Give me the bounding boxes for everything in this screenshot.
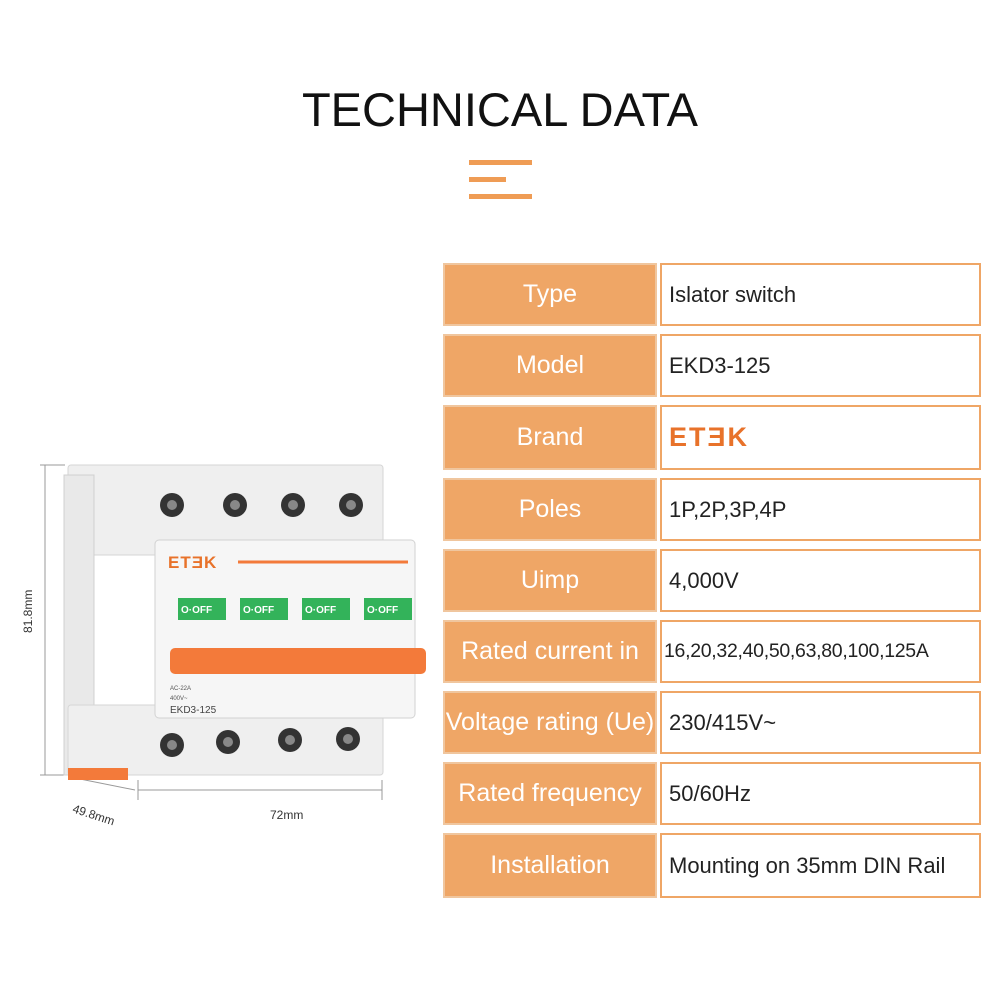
spec-value-model: EKD3-125 xyxy=(660,334,981,397)
spec-row-voltage-rating: Voltage rating (Ue) 230/415V~ xyxy=(443,691,981,754)
breaker-brand-mark: ETƎK xyxy=(168,553,217,572)
spec-row-poles: Poles 1P,2P,3P,4P xyxy=(443,478,981,541)
spec-value-installation: Mounting on 35mm DIN Rail xyxy=(660,833,981,898)
spec-row-model: Model EKD3-125 xyxy=(443,334,981,397)
svg-text:O·OFF: O·OFF xyxy=(305,605,336,616)
spec-value-type: Islator switch xyxy=(660,263,981,326)
spec-label-voltage-rating: Voltage rating (Ue) xyxy=(443,691,657,754)
spec-row-rated-frequency: Rated frequency 50/60Hz xyxy=(443,762,981,825)
spec-row-type: Type Islator switch xyxy=(443,263,981,326)
switch-windows xyxy=(178,598,412,620)
spec-row-installation: Installation Mounting on 35mm DIN Rail xyxy=(443,833,981,898)
spec-value-poles: 1P,2P,3P,4P xyxy=(660,478,981,541)
breaker-rating-2: 400V~ xyxy=(170,696,188,702)
spec-label-uimp: Uimp xyxy=(443,549,657,612)
bottom-terminal-screws xyxy=(160,727,360,757)
spec-label-poles: Poles xyxy=(443,478,657,541)
spec-value-brand: ETƎK xyxy=(660,405,981,470)
breaker-model-label: EKD3-125 xyxy=(170,705,217,716)
spec-label-rated-current: Rated current in xyxy=(443,620,657,683)
page-title: TECHNICAL DATA xyxy=(301,83,699,136)
spec-value-rated-frequency: 50/60Hz xyxy=(660,762,981,825)
svg-text:O·OFF: O·OFF xyxy=(181,605,212,616)
spec-label-rated-frequency: Rated frequency xyxy=(443,762,657,825)
spec-row-rated-current: Rated current in 16,20,32,40,50,63,80,10… xyxy=(443,620,981,683)
switch-labels: O·OFF O·OFF O·OFF O·OFF xyxy=(181,605,398,616)
spec-row-uimp: Uimp 4,000V xyxy=(443,549,981,612)
dimension-height: 81.8mm xyxy=(21,589,35,633)
spec-row-brand: Brand ETƎK xyxy=(443,405,981,470)
top-terminal-screws xyxy=(160,493,363,517)
title-decoration-bar-bottom xyxy=(469,194,532,199)
brand-logo: ETƎK xyxy=(669,422,750,452)
svg-text:O·OFF: O·OFF xyxy=(367,605,398,616)
spec-label-brand: Brand xyxy=(443,405,657,470)
spec-value-voltage-rating: 230/415V~ xyxy=(660,691,981,754)
spec-value-rated-current: 16,20,32,40,50,63,80,100,125A xyxy=(660,620,981,683)
spec-label-type: Type xyxy=(443,263,657,326)
breaker-rating-1: AC-22A xyxy=(170,686,191,692)
breaker-handle-bar xyxy=(170,648,426,674)
title-decoration-bar-top xyxy=(469,160,532,165)
title-decoration-bar-middle xyxy=(469,177,506,182)
svg-text:O·OFF: O·OFF xyxy=(243,605,274,616)
product-illustration: ETƎK O·OFF O·OFF O·OFF O·OFF AC-22A 400V… xyxy=(40,464,426,800)
dimension-width: 72mm xyxy=(270,808,304,822)
spec-value-uimp: 4,000V xyxy=(660,549,981,612)
spec-label-installation: Installation xyxy=(443,833,657,898)
din-clip xyxy=(68,768,128,780)
spec-label-model: Model xyxy=(443,334,657,397)
